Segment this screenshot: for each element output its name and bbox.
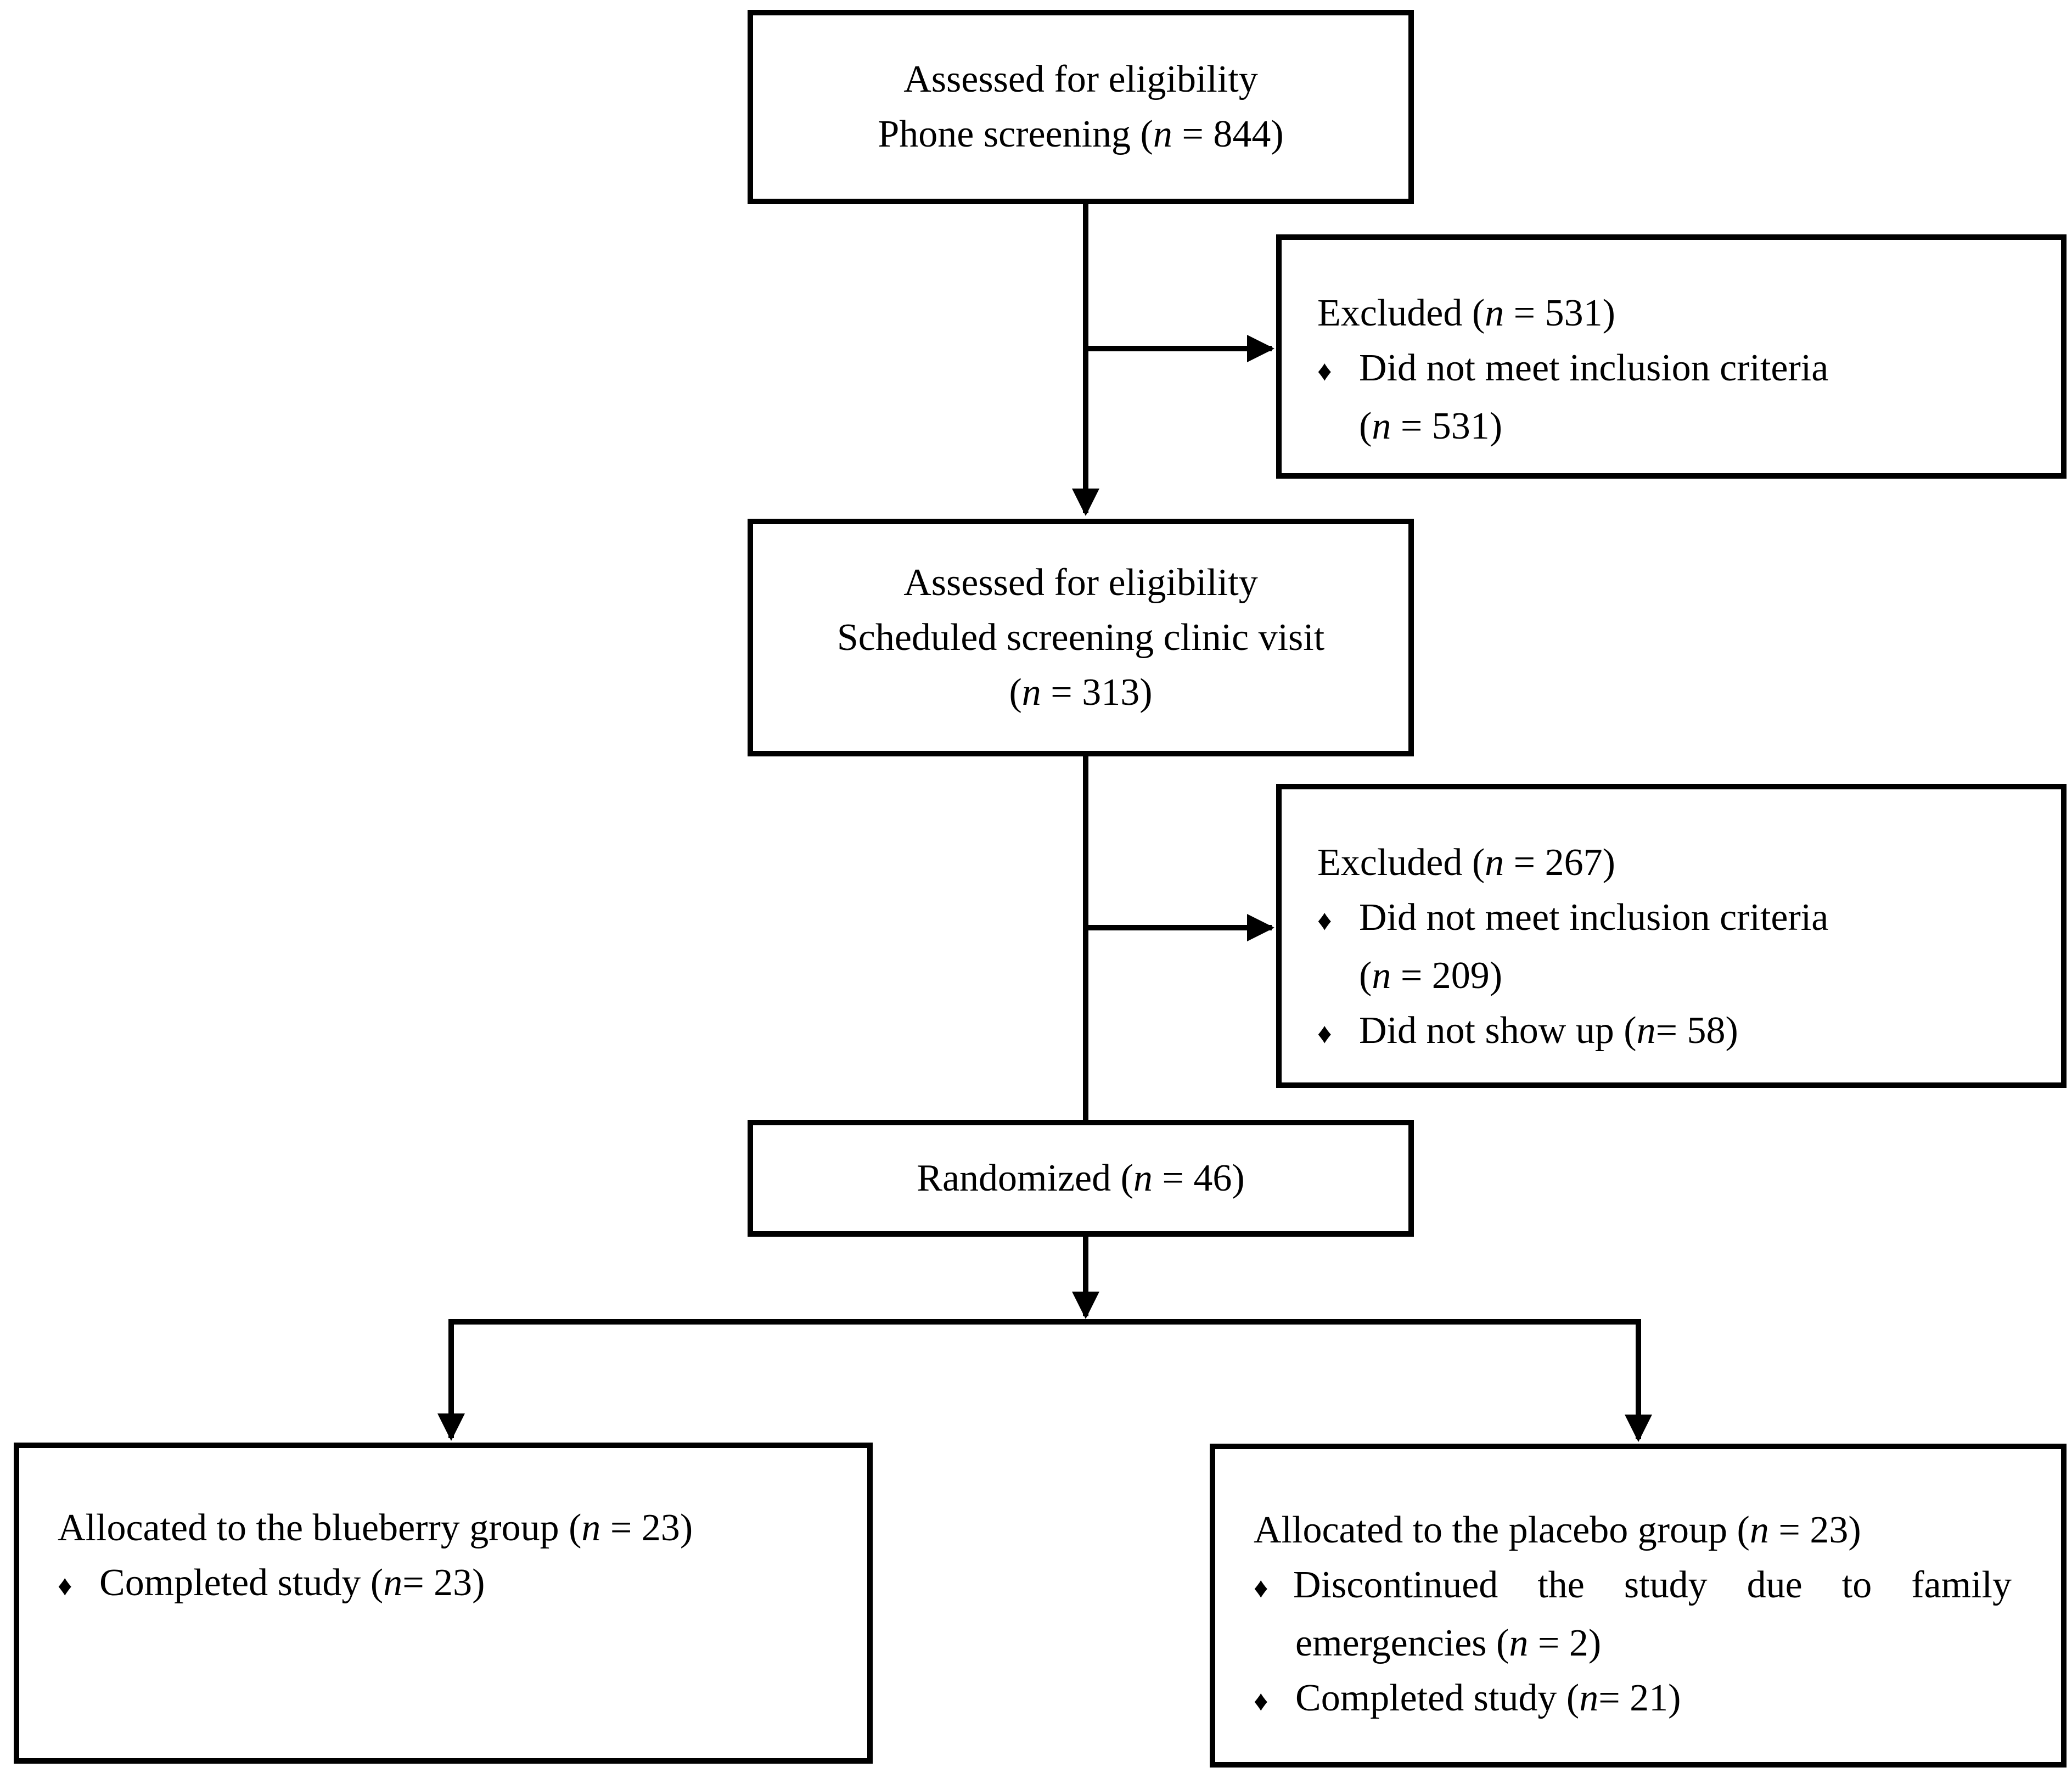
excluded-1-bullet: ♦Did not meet inclusion criteria [1317, 341, 2061, 399]
excluded-2-title: Excluded (n = 267) [1317, 841, 1615, 884]
blueberry-bullet: ♦Completed study (n = 23) [58, 1556, 867, 1614]
excluded-1-title: Excluded (n = 531) [1317, 292, 1615, 334]
blueberry-title: Allocated to the blueberry group (n = 23… [58, 1507, 693, 1549]
phone-screening-box: Assessed for eligibility Phone screening… [748, 10, 1414, 204]
phone-line1: Assessed for eligibility [903, 58, 1258, 100]
diamond-bullet-icon: ♦ [1317, 905, 1332, 936]
blueberry-group-box: Allocated to the blueberry group (n = 23… [14, 1443, 873, 1764]
diamond-bullet-icon: ♦ [1254, 1686, 1268, 1717]
placebo-group-box: Allocated to the placebo group (n = 23) … [1210, 1444, 2067, 1768]
diamond-bullet-icon: ♦ [1254, 1573, 1268, 1604]
excluded-box-1: Excluded (n = 531) ♦Did not meet inclusi… [1276, 234, 2067, 479]
clinic-screening-box: Assessed for eligibility Scheduled scree… [748, 519, 1414, 756]
excluded-1-bullet-count: (n = 531) [1359, 405, 1503, 447]
placebo-bullet-2: ♦Completed study (n = 21) [1254, 1671, 2012, 1729]
excluded-box-2: Excluded (n = 267) ♦Did not meet inclusi… [1276, 784, 2067, 1088]
diamond-bullet-icon: ♦ [58, 1570, 72, 1602]
clinic-line2: Scheduled screening clinic visit [836, 616, 1325, 659]
diamond-bullet-icon: ♦ [1317, 1018, 1332, 1050]
excluded-2-bullet-2: ♦Did not show up (n = 58) [1317, 1003, 2061, 1062]
phone-line2: Phone screening (n = 844) [878, 113, 1284, 155]
randomized-box: Randomized (n = 46) [748, 1120, 1414, 1237]
clinic-line3: (n = 313) [1009, 671, 1153, 714]
diamond-bullet-icon: ♦ [1317, 356, 1332, 387]
placebo-title: Allocated to the placebo group (n = 23) [1254, 1509, 1861, 1551]
clinic-line1: Assessed for eligibility [903, 561, 1258, 604]
randomized-label: Randomized (n = 46) [917, 1157, 1245, 1199]
excluded-2-bullet-1: ♦Did not meet inclusion criteria [1317, 890, 2061, 949]
excluded-2-bullet-1-count: (n = 209) [1359, 955, 1503, 997]
placebo-bullet-1-line2: emergencies (n = 2) [1295, 1622, 1602, 1664]
